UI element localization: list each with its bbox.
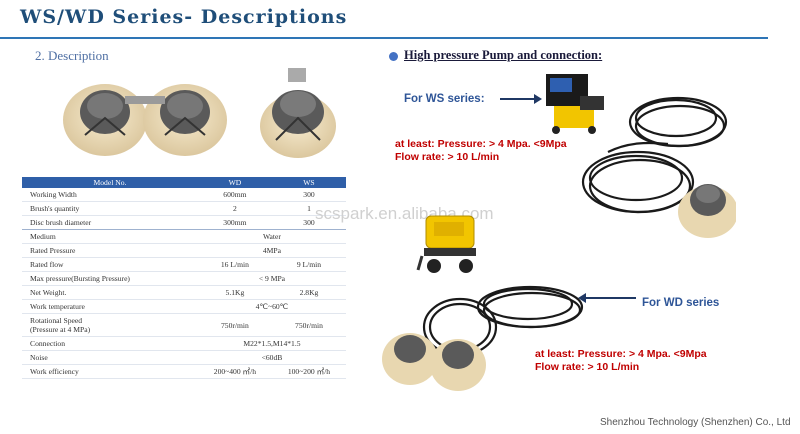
row-label: Work efficiency (22, 364, 198, 379)
shared-value: < 9 MPa (197, 271, 346, 286)
ws-value: 300 (271, 188, 346, 202)
shared-value: <60dB (197, 350, 346, 365)
arrow-left-icon (578, 293, 636, 303)
row-label: Connection (22, 336, 198, 351)
shared-value: M22*1.5,M14*1.5 (197, 336, 346, 351)
ws-flow-text: Flow rate: > 10 L/min (395, 151, 500, 163)
table-row: Max pressure(Bursting Pressure)< 9 MPa (22, 271, 346, 286)
row-label: Disc brush diameter (22, 215, 198, 230)
row-label: Brush's quantity (22, 201, 198, 216)
wd-hose-assembly-photo (382, 285, 584, 391)
ws-value: 1 (271, 201, 346, 216)
header-model: Model No. (22, 177, 198, 188)
row-label: Rotational Speed (Pressure at 4 MPa) (22, 313, 198, 337)
row-label: Rated flow (22, 257, 198, 272)
ws-value: 2.8Kg (271, 285, 346, 300)
arrow-right-icon (500, 94, 542, 104)
row-label: Working Width (22, 188, 198, 202)
wd-value: 5.1Kg (197, 285, 272, 300)
header-wd: WD (197, 177, 272, 188)
row-label: Net Weight. (22, 285, 198, 300)
ws-pressure-text: at least: Pressure: > 4 Mpa. <9Mpa (395, 138, 567, 150)
shared-value: 4MPa (197, 243, 346, 258)
spec-header-row: Model No. WD WS (22, 177, 346, 188)
row-label: Max pressure(Bursting Pressure) (22, 271, 198, 286)
wd-value: 2 (197, 201, 272, 216)
table-row: Noise<60dB (22, 350, 346, 365)
header-ws: WS (271, 177, 346, 188)
ws-value: 750r/min (271, 313, 346, 337)
wd-trolley-pump-photo (416, 215, 476, 273)
wd-value: 600mm (197, 188, 272, 202)
row-label: Noise (22, 350, 198, 365)
wd-series-label: For WD series (642, 297, 720, 309)
ws-value: 300 (271, 215, 346, 230)
row-label: Rated Pressure (22, 243, 198, 258)
pump-heading: High pressure Pump and connection: (404, 48, 603, 62)
shared-value: 4℃~60℃ (197, 299, 346, 314)
row-label: Medium (22, 229, 198, 244)
ws-value: 100~200 ㎡/h (271, 364, 346, 379)
wd-value: 750r/min (197, 313, 272, 337)
description-label: 2. Description (35, 48, 109, 63)
footer-company: Shenzhou Technology (Shenzhen) Co., Ltd (600, 417, 791, 428)
table-row: Rotational Speed (Pressure at 4 MPa)750r… (22, 313, 346, 337)
wd-flow-text: Flow rate: > 10 L/min (535, 361, 640, 373)
ws-series-label: For WS series: (404, 93, 485, 105)
wd-pressure-text: at least: Pressure: > 4 Mpa. <9Mpa (535, 348, 707, 360)
ws-electric-pump-photo (546, 74, 604, 134)
title-rule (0, 37, 768, 39)
page-title: WS/WD Series- Descriptions (20, 6, 348, 28)
row-label: Work temperature (22, 299, 198, 314)
shared-value: Water (197, 229, 346, 244)
wd-double-disc-cleaner-photo (63, 84, 227, 156)
wd-value: 16 L/min (197, 257, 272, 272)
ws-value: 9 L/min (271, 257, 346, 272)
bullet-icon (389, 52, 398, 61)
ws-hose-assembly-photo (581, 96, 736, 238)
ws-single-disc-cleaner-photo (260, 68, 336, 158)
wd-value: 300mm (197, 215, 272, 230)
wd-value: 200~400 ㎡/h (197, 364, 272, 379)
